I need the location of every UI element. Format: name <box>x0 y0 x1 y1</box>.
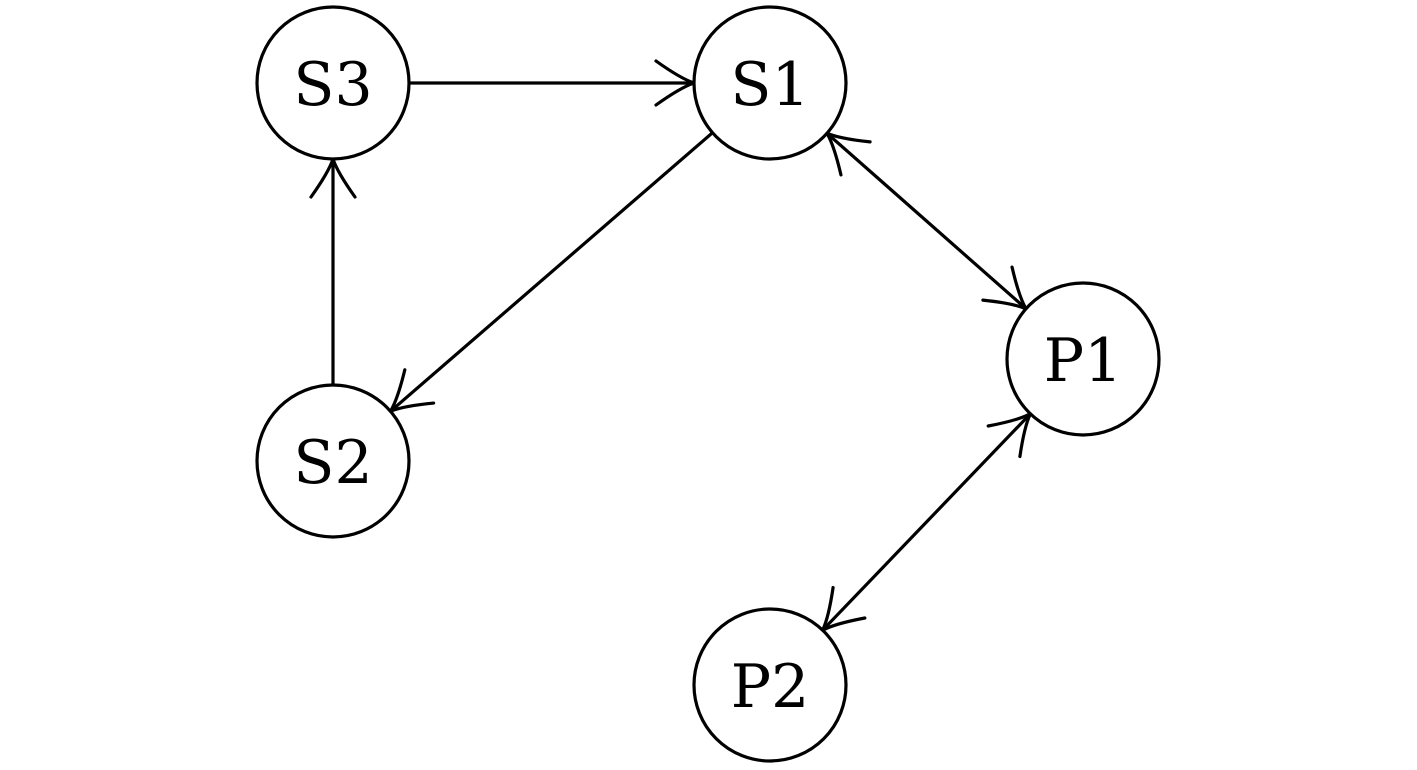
node-label-s2: S2 <box>293 428 372 498</box>
edge-s1-s2 <box>389 131 714 413</box>
node-label-s3: S3 <box>293 50 372 120</box>
node-s3: S3 <box>255 5 411 161</box>
node-s1: S1 <box>692 5 848 161</box>
node-s2: S2 <box>255 383 411 539</box>
node-label-p1: P1 <box>1044 326 1123 396</box>
node-circle-s3 <box>255 5 411 161</box>
node-circle-p2 <box>692 607 848 763</box>
edges-layer <box>309 59 1034 634</box>
node-circle-p1 <box>1005 281 1161 437</box>
node-circle-s2 <box>255 383 411 539</box>
node-p1: P1 <box>1005 281 1161 437</box>
edge-p1-p2 <box>821 412 1032 632</box>
node-label-s1: S1 <box>730 50 809 120</box>
node-p2: P2 <box>692 607 848 763</box>
edge-s1-p1 <box>825 132 1028 310</box>
node-circle-s1 <box>692 5 848 161</box>
node-label-p2: P2 <box>731 652 810 722</box>
